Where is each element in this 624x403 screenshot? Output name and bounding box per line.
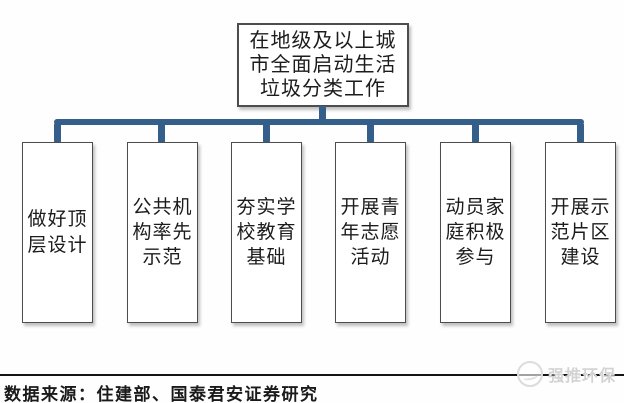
watermark: 强推环保 (517, 361, 616, 387)
footer-divider (0, 374, 624, 376)
child-node-2-label: 公共机 构率先 示范 (132, 196, 193, 269)
child-node-5: 动员家 庭积极 参与 (440, 142, 511, 323)
connector-stub-2 (158, 123, 165, 143)
connector-stub-6 (577, 123, 584, 143)
connector-stub-3 (263, 123, 270, 143)
data-source-note: 数据来源：住建部、国泰君安证券研究 (4, 385, 319, 403)
child-node-5-label: 动员家 庭积极 参与 (445, 196, 506, 269)
connector-root-stem (319, 106, 326, 122)
child-node-3-label: 夯实学 校教育 基础 (236, 196, 297, 269)
child-node-1: 做好顶 层设计 (22, 142, 93, 323)
child-node-1-label: 做好顶 层设计 (27, 209, 88, 256)
child-node-6-label: 开展示 范片区 建设 (550, 196, 611, 269)
watermark-text: 强推环保 (548, 368, 617, 385)
root-node-label: 在地级及以上城 市全面启动生活 垃圾分类工作 (249, 30, 397, 100)
child-node-4: 开展青 年志愿 活动 (335, 142, 406, 323)
connector-horizontal-bar (54, 119, 584, 125)
connector-stub-5 (472, 123, 479, 143)
child-node-2: 公共机 构率先 示范 (127, 142, 198, 323)
child-node-3: 夯实学 校教育 基础 (231, 142, 302, 323)
watermark-logo-icon (517, 361, 543, 387)
child-node-4-label: 开展青 年志愿 活动 (340, 196, 401, 269)
root-node: 在地级及以上城 市全面启动生活 垃圾分类工作 (237, 23, 409, 107)
child-node-6: 开展示 范片区 建设 (545, 142, 616, 323)
connector-stub-4 (367, 123, 374, 143)
connector-stub-1 (54, 123, 61, 143)
